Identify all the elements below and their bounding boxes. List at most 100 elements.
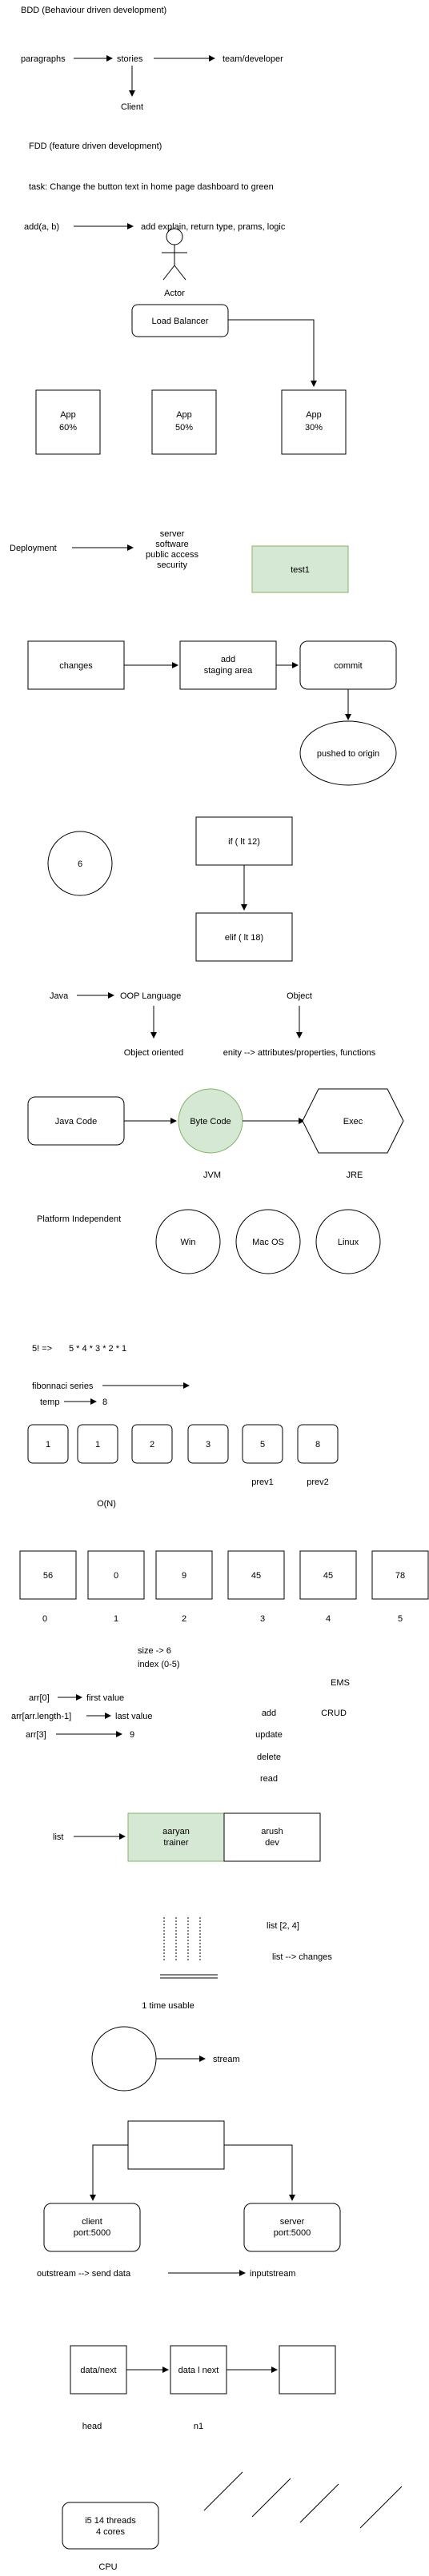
os-label-win: Win [181, 1238, 196, 1247]
deployment-detail-software: software [155, 540, 189, 549]
app-box-1 [35, 389, 101, 455]
array-value-1: 0 [114, 1571, 118, 1581]
elif-box [195, 912, 293, 962]
deployment-detail-security: security [157, 560, 187, 570]
team-label: team/developer [223, 54, 283, 64]
list-item-2-line2: dev [265, 1838, 279, 1848]
temp-value: 8 [102, 1398, 107, 1407]
head-label: head [82, 2422, 102, 2431]
server-box [243, 2203, 341, 2252]
client-label: Client [121, 102, 143, 112]
list-item-2-line1: arush [261, 1827, 283, 1836]
arr3-value: 9 [130, 1730, 134, 1740]
network-to-client-arrow [90, 2144, 128, 2201]
staging-label-2: staging area [204, 666, 253, 676]
arr0-value: first value [86, 1693, 124, 1703]
app-load-2: 50% [175, 423, 193, 433]
fib-value-3: 2 [150, 1440, 154, 1449]
client-box-line2: port:5000 [74, 2228, 110, 2238]
list-changes: list --> changes [272, 1952, 332, 1962]
factorial-expression: 5 * 4 * 3 * 2 * 1 [69, 1344, 126, 1354]
test-box-label: test1 [291, 565, 310, 575]
node-2-label: data l next [178, 2366, 219, 2375]
stream-lines-icon [160, 1917, 218, 1979]
array-box-0 [19, 1550, 77, 1600]
thread-line-3 [299, 2483, 339, 2523]
array-box-1 [87, 1550, 145, 1600]
if-box [195, 816, 293, 866]
temp-label: temp [40, 1398, 59, 1407]
network-to-server-arrow [224, 2144, 295, 2201]
platform-label: Platform Independent [37, 1214, 121, 1224]
fdd-title: FDD (feature driven development) [29, 142, 162, 151]
java-code-label: Java Code [55, 1117, 98, 1127]
list-values: list [2, 4] [267, 1921, 299, 1931]
stories-label: stories [117, 54, 143, 64]
jre-label: JRE [347, 1170, 363, 1180]
fib-value-4: 3 [206, 1440, 210, 1449]
stream-label: stream [213, 2055, 240, 2064]
node-box-3 [279, 2345, 336, 2395]
app-name-2: App [176, 410, 192, 420]
array-value-3: 45 [251, 1571, 261, 1581]
os-label-linux: Linux [338, 1238, 359, 1247]
array-index-5: 5 [398, 1614, 403, 1624]
array-value-0: 56 [43, 1571, 53, 1581]
test-box [251, 545, 349, 593]
fib-value-6: 8 [315, 1440, 320, 1449]
paragraphs-label: paragraphs [21, 54, 66, 64]
cpu-box-line2: 4 cores [96, 2527, 126, 2537]
one-time-label: 1 time usable [142, 2001, 194, 2011]
fib-value-2: 1 [95, 1440, 100, 1449]
exec-label: Exec [343, 1117, 363, 1127]
server-box-line2: port:5000 [274, 2228, 311, 2238]
bytecode-label: Byte Code [190, 1117, 231, 1127]
array-size: size -> 6 [138, 1646, 171, 1656]
list-item-1-box [127, 1812, 225, 1862]
list-item-1-line2: trainer [163, 1838, 189, 1848]
elif-label: elif ( lt 18) [225, 933, 263, 943]
cpu-box-line1: i5 14 threads [85, 2516, 136, 2526]
fib-box-3 [131, 1424, 173, 1464]
list-item-1-line1: aaryan [162, 1827, 190, 1836]
ems-op-delete: delete [257, 1753, 281, 1762]
fib-value-5: 5 [260, 1440, 265, 1449]
client-box-line1: client [82, 2217, 102, 2227]
array-value-5: 78 [395, 1571, 405, 1581]
actor-icon [162, 228, 187, 281]
number-circle [47, 831, 113, 896]
balancer-to-app3-arrow [228, 319, 317, 387]
fdd-task: task: Change the button text in home pag… [29, 182, 274, 192]
node-box-2 [170, 2345, 227, 2395]
ems-crud: CRUD [321, 1709, 347, 1718]
app-box-3 [281, 389, 347, 455]
app-box-2 [151, 389, 217, 455]
cpu-box [62, 2502, 159, 2550]
fib-box-1 [27, 1424, 69, 1464]
add-fn-desc: add explain, return type, prams, logic [141, 222, 286, 232]
os-circle-mac [235, 1209, 301, 1274]
if-label: if ( lt 12) [228, 837, 260, 847]
arr-last-value: last value [115, 1712, 152, 1721]
ems-op-read: read [260, 1774, 278, 1784]
array-box-2 [155, 1550, 213, 1600]
array-index-3: 3 [260, 1614, 265, 1624]
deployment-detail-server: server [160, 529, 185, 539]
client-box [43, 2203, 141, 2252]
complexity-label: O(N) [97, 1499, 116, 1509]
app-load-1: 60% [59, 423, 77, 433]
node-1-label: data/next [80, 2366, 116, 2375]
fib-value-1: 1 [46, 1440, 50, 1449]
ems-op-add: add [262, 1709, 276, 1718]
app-name-3: App [306, 410, 322, 420]
oop-label: OOP Language [120, 991, 181, 1001]
arr0-label: arr[0] [29, 1693, 50, 1703]
arr-last-label: arr[arr.length-1] [11, 1712, 71, 1721]
fib-box-2 [77, 1424, 118, 1464]
n1-label: n1 [194, 2422, 203, 2431]
thread-line-2 [251, 2478, 291, 2518]
inputstream-label: inputstream [250, 2269, 295, 2279]
jvm-label: JVM [203, 1170, 221, 1180]
staging-box [179, 640, 277, 690]
array-value-2: 9 [182, 1571, 186, 1581]
